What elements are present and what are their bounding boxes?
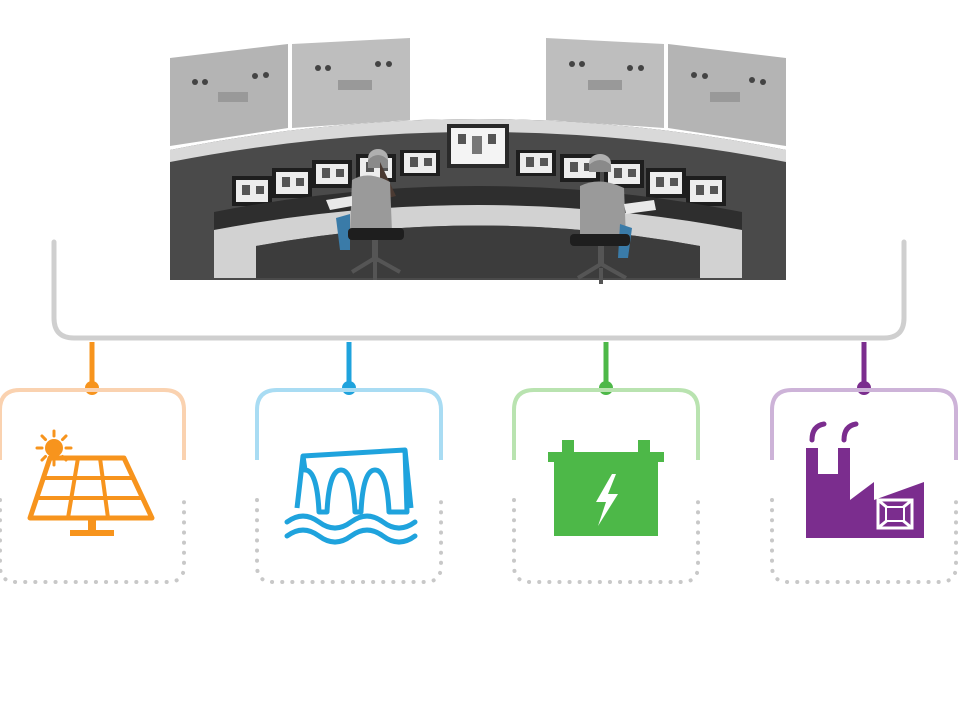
- wall-panel-1: [170, 44, 288, 146]
- card-bottom-solar: [0, 498, 186, 584]
- node-factory: [770, 342, 958, 584]
- card-bottom-hydro: [255, 498, 443, 584]
- solar-panel-icon: [27, 429, 155, 536]
- operator-left: [326, 149, 404, 280]
- card-top-solar: [0, 388, 186, 460]
- card-bottom-battery: [512, 498, 700, 584]
- node-solar: [0, 342, 186, 584]
- control-desk: [214, 186, 742, 278]
- wall-panel-3: [546, 38, 664, 128]
- hub-connector-bracket: [51, 239, 907, 341]
- card-top-factory: [770, 388, 958, 460]
- wall-panel-2: [292, 38, 410, 128]
- battery-storage-icon: [548, 440, 664, 536]
- power-plant-factory-icon: [806, 421, 924, 538]
- operator-right: [570, 154, 656, 284]
- hydro-dam-icon: [284, 447, 418, 545]
- card-top-battery: [512, 388, 700, 460]
- card-bottom-factory: [770, 498, 958, 584]
- node-battery: [512, 342, 700, 584]
- node-hydro: [255, 342, 443, 584]
- card-top-hydro: [255, 388, 443, 460]
- wall-panel-4: [668, 44, 786, 146]
- energy-source-nodes: [0, 342, 958, 584]
- control-room: [170, 38, 786, 284]
- center-display: [447, 124, 509, 168]
